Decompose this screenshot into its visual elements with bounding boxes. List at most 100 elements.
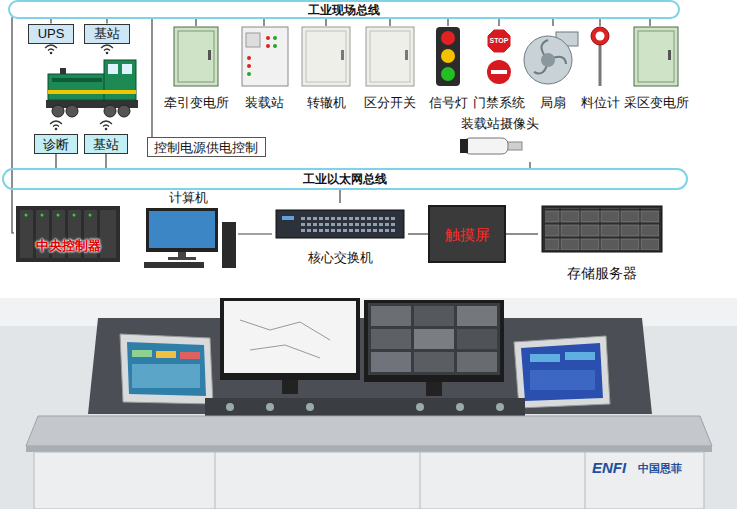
computer [222, 222, 236, 268]
console-photo [120, 334, 213, 404]
console-photo [282, 380, 298, 394]
computer [178, 252, 186, 257]
computer-icon: 计算机 [138, 190, 238, 270]
traffic-light [441, 49, 455, 63]
bus-wire [447, 19, 448, 26]
console-photo [180, 352, 200, 359]
console-photo [34, 452, 704, 509]
console-photo [530, 354, 560, 362]
control-cabinet [405, 50, 408, 60]
locomotive [52, 78, 102, 82]
console-photo [215, 452, 585, 509]
console-photo [457, 352, 497, 372]
locomotive [122, 64, 132, 74]
console-photo [266, 403, 274, 411]
device-icon: 料位计 [577, 26, 623, 110]
console-photo [364, 300, 504, 382]
console-photo [205, 398, 525, 416]
control-cabinet [247, 64, 251, 68]
substation-cabinet [634, 27, 678, 86]
computer [144, 262, 204, 268]
bus-wire [55, 154, 56, 168]
node-label: 信号灯 [429, 95, 468, 110]
camera [460, 138, 522, 154]
node-label: 基站 [94, 26, 120, 41]
camera [464, 138, 508, 154]
console-photo [306, 403, 314, 411]
console-photo [0, 298, 737, 509]
wireless-symbol [45, 45, 57, 51]
control-cabinet [247, 56, 251, 60]
camera [460, 139, 468, 153]
bus-wire [195, 19, 196, 26]
console-photo [457, 306, 497, 326]
console-photo [414, 306, 454, 326]
bus-wire [325, 19, 326, 26]
bus-wire [408, 233, 428, 234]
console-photo [132, 364, 200, 388]
wireless-symbol [100, 121, 112, 127]
console-photo [514, 336, 610, 408]
touch-screen: 触摸屏 [428, 205, 506, 263]
locomotive [118, 105, 130, 117]
console-photo [371, 329, 411, 349]
locomotive [48, 74, 106, 100]
network-switch [276, 210, 404, 238]
device-icon: 装载站 [236, 26, 292, 110]
control-cabinet [242, 27, 414, 86]
device-box: 基站 [84, 24, 130, 44]
level-gauge [599, 44, 602, 86]
node-label: 料位计 [581, 95, 620, 110]
device-icon: 信号灯 [425, 26, 471, 110]
control-cabinet [266, 44, 270, 48]
bus-wire [599, 19, 600, 26]
console-photo [414, 329, 454, 349]
computer [144, 208, 236, 268]
control-cabinet [273, 44, 277, 48]
access-sign [487, 60, 511, 84]
network-switch [300, 214, 396, 234]
console-photo [26, 416, 712, 446]
control-cabinet [246, 33, 260, 47]
console-photo [240, 320, 330, 358]
node-label: 工业现场总线 [308, 3, 380, 17]
control-box: 控制电源供电控制 [147, 137, 266, 157]
console-photo [426, 382, 442, 396]
diagram-ground [0, 0, 737, 298]
locomotive [60, 68, 66, 74]
bus-wire [389, 19, 390, 26]
node-label: 控制电源供电控制 [154, 140, 258, 155]
control-cabinet [341, 50, 344, 60]
plc-rack [73, 214, 76, 217]
console-photo [496, 403, 504, 411]
control-cabinet [370, 31, 410, 82]
plc-rack [100, 210, 116, 258]
network-switch [282, 216, 294, 220]
bus-wire [263, 19, 264, 26]
console-photo [368, 303, 500, 375]
bus-wire [498, 19, 499, 26]
node-label: 区分开关 [364, 95, 416, 110]
locomotive [52, 105, 64, 117]
traffic-light [441, 31, 455, 45]
control-cabinet [242, 27, 288, 86]
node-label: 工业以太网总线 [303, 172, 387, 186]
storage-server [545, 208, 659, 250]
node-label: 存储服务器 [567, 265, 637, 281]
bus-wire [649, 19, 650, 26]
console-photo [220, 298, 360, 380]
server-icon: 存储服务器 [538, 203, 666, 281]
console-photo [224, 301, 356, 373]
device-icon: 采区变电所 [620, 26, 692, 110]
control-cabinet [266, 36, 270, 40]
storage-server [542, 206, 662, 252]
computer [146, 208, 218, 252]
console-photo [26, 446, 712, 452]
control-cabinet [306, 31, 346, 82]
substation-cabinet [638, 31, 674, 82]
level-gauge [596, 32, 605, 41]
fan-symbol [541, 53, 555, 67]
console-photo [414, 352, 454, 372]
substation-cabinet [174, 27, 218, 86]
